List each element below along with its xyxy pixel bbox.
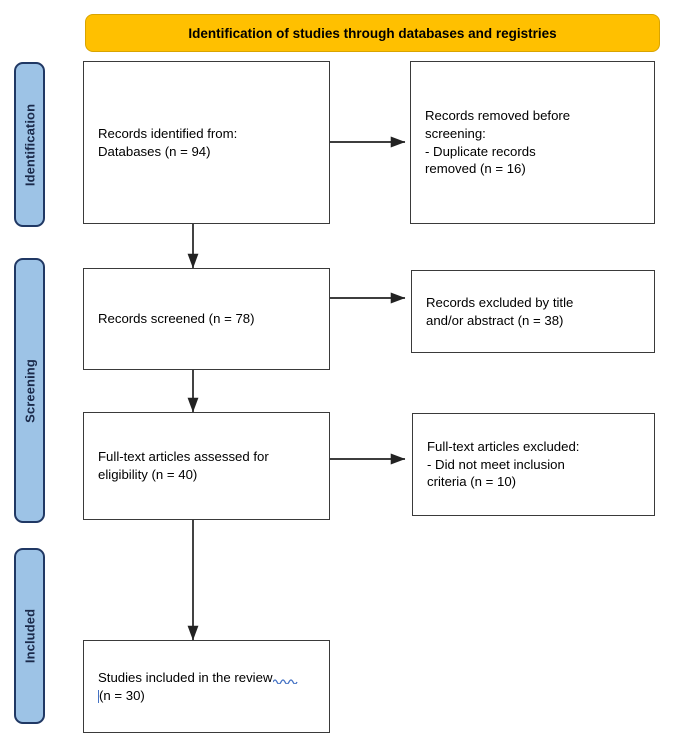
phase-label-identification: Identification: [14, 62, 45, 227]
banner-identification: Identification of studies through databa…: [85, 14, 660, 52]
box-records-removed-text: Records removed before screening: - Dupl…: [425, 108, 571, 177]
box-records-identified-text: Records identified from: Databases (n = …: [98, 125, 238, 159]
phase-label-identification-text: Identification: [22, 103, 37, 186]
box-records-screened-text: Records screened (n = 78): [98, 311, 255, 327]
phase-label-screening: Screening: [14, 258, 45, 523]
phase-label-screening-text: Screening: [22, 358, 37, 423]
box-studies-included-line2: (n = 30): [99, 687, 145, 703]
box-records-removed: Records removed before screening: - Dupl…: [410, 61, 655, 224]
box-studies-included-text: Studies included in the review (n = 30): [84, 669, 313, 704]
box-records-screened: Records screened (n = 78): [83, 268, 330, 370]
box-studies-included: Studies included in the review (n = 30): [83, 640, 330, 733]
box-fulltext-assessed: Full-text articles assessed for eligibil…: [83, 412, 330, 520]
box-records-excluded-title: Records excluded by title and/or abstrac…: [411, 270, 655, 353]
phase-label-included: Included: [14, 548, 45, 724]
box-records-excluded-title-text: Records excluded by title and/or abstrac…: [426, 294, 574, 328]
box-studies-included-line1: Studies included in the review: [98, 669, 273, 685]
box-records-identified: Records identified from: Databases (n = …: [83, 61, 330, 224]
box-fulltext-excluded: Full-text articles excluded: - Did not m…: [412, 413, 655, 516]
box-fulltext-assessed-text: Full-text articles assessed for eligibil…: [98, 449, 269, 482]
phase-label-included-text: Included: [22, 608, 37, 664]
box-fulltext-excluded-text: Full-text articles excluded: - Did not m…: [427, 439, 580, 490]
spellcheck-squiggle-icon: [273, 677, 299, 684]
text-caret: [98, 689, 99, 703]
banner-label: Identification of studies through databa…: [188, 25, 557, 41]
